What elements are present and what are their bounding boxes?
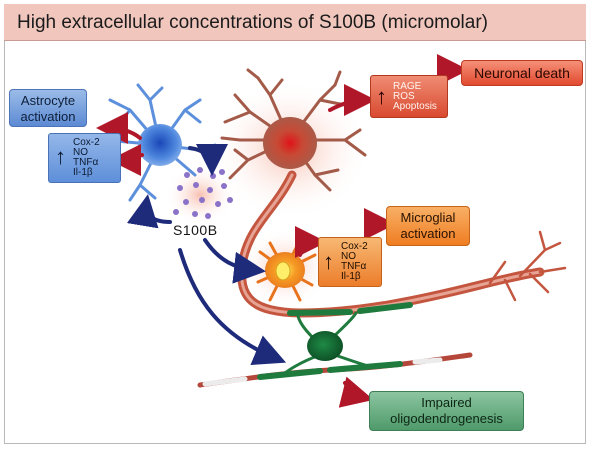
increase-arrow-icon: ↑ [376,84,387,109]
microglia-factors-box: ↑ Cox-2 NO TNFα Il-1β [318,237,382,287]
impaired-oligodendrogenesis-label: Impaired oligodendrogenesis [369,391,524,431]
figure-title: High extracellular concentrations of S10… [17,12,488,33]
arrow-oligo-to-impaired [338,376,374,408]
factor-item: NO [341,251,356,262]
factor-item: RAGE [393,81,422,92]
neuronal-death-label: Neuronal death [461,60,583,86]
factor-item: Cox-2 [341,241,368,252]
factor-item: TNFα [73,157,99,168]
blue-arrows [126,143,287,366]
s100b-glow [165,165,235,225]
arrow-s100b-to-astro [126,194,172,229]
arrow-neuron-to-factors [328,84,376,117]
factor-item: Il-1β [341,271,361,282]
astrocyte-factors-box: ↑ Cox-2 NO TNFα Il-1β [48,133,121,183]
factor-item: Apoptosis [393,101,437,112]
increase-arrow-icon: ↑ [55,144,66,169]
neuron [220,68,367,192]
neuron-factors-box: ↑ RAGE ROS Apoptosis [370,75,448,118]
factor-item: Cox-2 [73,137,100,148]
arrow-s100b-to-microglia [203,238,266,284]
arrow-factors-to-activation [363,208,396,241]
increase-arrow-icon: ↑ [323,249,334,274]
red-arrows [96,54,469,408]
arrow-microglia-to-factors [294,226,327,259]
arrow-astro-to-s100b [188,143,228,176]
arrow-astro-to-label [96,112,142,145]
microglial-activation-label: Microglial activation [386,206,470,246]
oligodendrocyte [197,302,473,388]
microglia-factors-list: Cox-2 NO TNFα Il-1β [341,242,368,282]
factor-item: Il-1β [73,167,93,178]
arrow-astro-to-factors [109,143,144,176]
arrow-s100b-to-oligo [178,248,287,366]
astrocyte-activation-label: Astrocyte activation [9,89,87,127]
factor-item: NO [73,147,88,158]
neuron-factors-list: RAGE ROS Apoptosis [393,82,437,112]
microglia [256,241,317,302]
title-bar: High extracellular concentrations of S10… [4,4,586,41]
astrocyte-factors-list: Cox-2 NO TNFα Il-1β [73,138,100,178]
factor-item: ROS [393,91,415,102]
s100b-label: S100B [173,222,218,238]
factor-item: TNFα [341,261,367,272]
